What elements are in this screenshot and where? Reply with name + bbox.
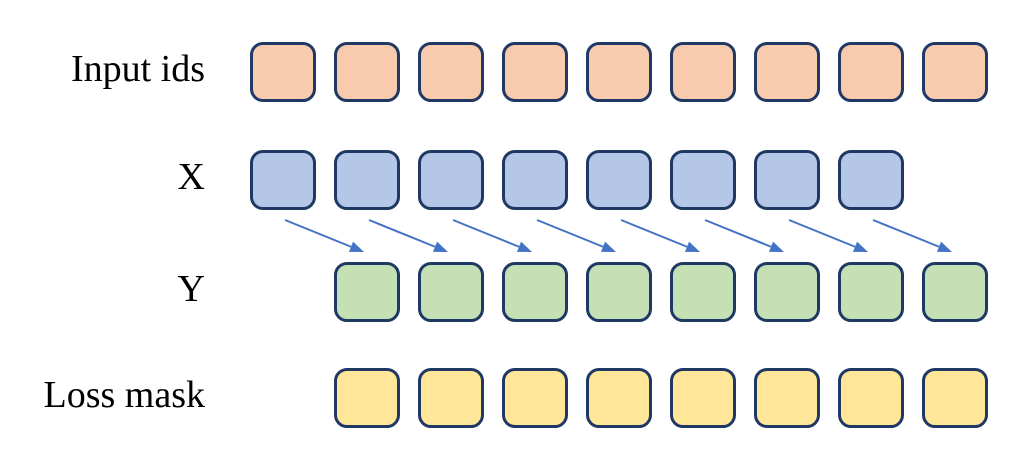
cell-input-ids-3 <box>502 42 568 102</box>
cell-y-5 <box>754 262 820 322</box>
cell-y-1 <box>418 262 484 322</box>
shift-arrow-shaft-3 <box>536 219 604 248</box>
cell-x-7 <box>838 150 904 210</box>
shift-arrow-shaft-1 <box>368 219 436 248</box>
cell-x-3 <box>502 150 568 210</box>
row-label-input-ids: Input ids <box>70 48 205 90</box>
row-label-y: Y <box>177 268 205 310</box>
shift-arrow-head-7 <box>936 241 952 252</box>
shift-arrow-head-2 <box>516 241 532 252</box>
shift-arrow-6 <box>788 219 868 252</box>
shift-arrow-head-0 <box>348 241 364 252</box>
row-label-loss-mask: Loss mask <box>43 374 206 416</box>
cell-y-2 <box>502 262 568 322</box>
cell-x-4 <box>586 150 652 210</box>
cell-y-4 <box>670 262 736 322</box>
cell-input-ids-5 <box>670 42 736 102</box>
shift-arrow-head-1 <box>432 241 448 252</box>
cell-loss-mask-6 <box>838 368 904 428</box>
shift-arrow-5 <box>704 219 784 252</box>
cell-loss-mask-1 <box>418 368 484 428</box>
cell-loss-mask-4 <box>670 368 736 428</box>
cell-input-ids-0 <box>250 42 316 102</box>
cell-input-ids-2 <box>418 42 484 102</box>
cell-input-ids-8 <box>922 42 988 102</box>
cell-input-ids-6 <box>754 42 820 102</box>
shift-arrow-shaft-7 <box>872 219 940 248</box>
cell-loss-mask-5 <box>754 368 820 428</box>
shift-arrow-7 <box>872 219 952 252</box>
row-label-x: X <box>177 156 205 198</box>
shift-arrow-shaft-6 <box>788 219 856 248</box>
shift-arrow-2 <box>452 219 532 252</box>
cell-x-1 <box>334 150 400 210</box>
cell-loss-mask-7 <box>922 368 988 428</box>
cell-input-ids-1 <box>334 42 400 102</box>
cell-x-2 <box>418 150 484 210</box>
cell-y-6 <box>838 262 904 322</box>
cell-y-0 <box>334 262 400 322</box>
cell-x-5 <box>670 150 736 210</box>
shift-arrow-shaft-2 <box>452 219 520 248</box>
cell-loss-mask-0 <box>334 368 400 428</box>
shift-arrow-shaft-0 <box>284 219 352 248</box>
shift-arrow-3 <box>536 219 616 252</box>
shift-arrow-head-5 <box>768 241 784 252</box>
shift-arrow-head-6 <box>852 241 868 252</box>
cell-y-7 <box>922 262 988 322</box>
cell-loss-mask-3 <box>586 368 652 428</box>
shift-arrow-shaft-4 <box>620 219 688 248</box>
cell-input-ids-7 <box>838 42 904 102</box>
shift-arrow-1 <box>368 219 448 252</box>
cell-input-ids-4 <box>586 42 652 102</box>
cell-x-6 <box>754 150 820 210</box>
shift-arrow-0 <box>284 219 364 252</box>
cell-loss-mask-2 <box>502 368 568 428</box>
shift-arrow-4 <box>620 219 700 252</box>
shift-arrow-shaft-5 <box>704 219 772 248</box>
cell-x-0 <box>250 150 316 210</box>
shift-arrow-head-4 <box>684 241 700 252</box>
shift-arrow-head-3 <box>600 241 616 252</box>
cell-y-3 <box>586 262 652 322</box>
